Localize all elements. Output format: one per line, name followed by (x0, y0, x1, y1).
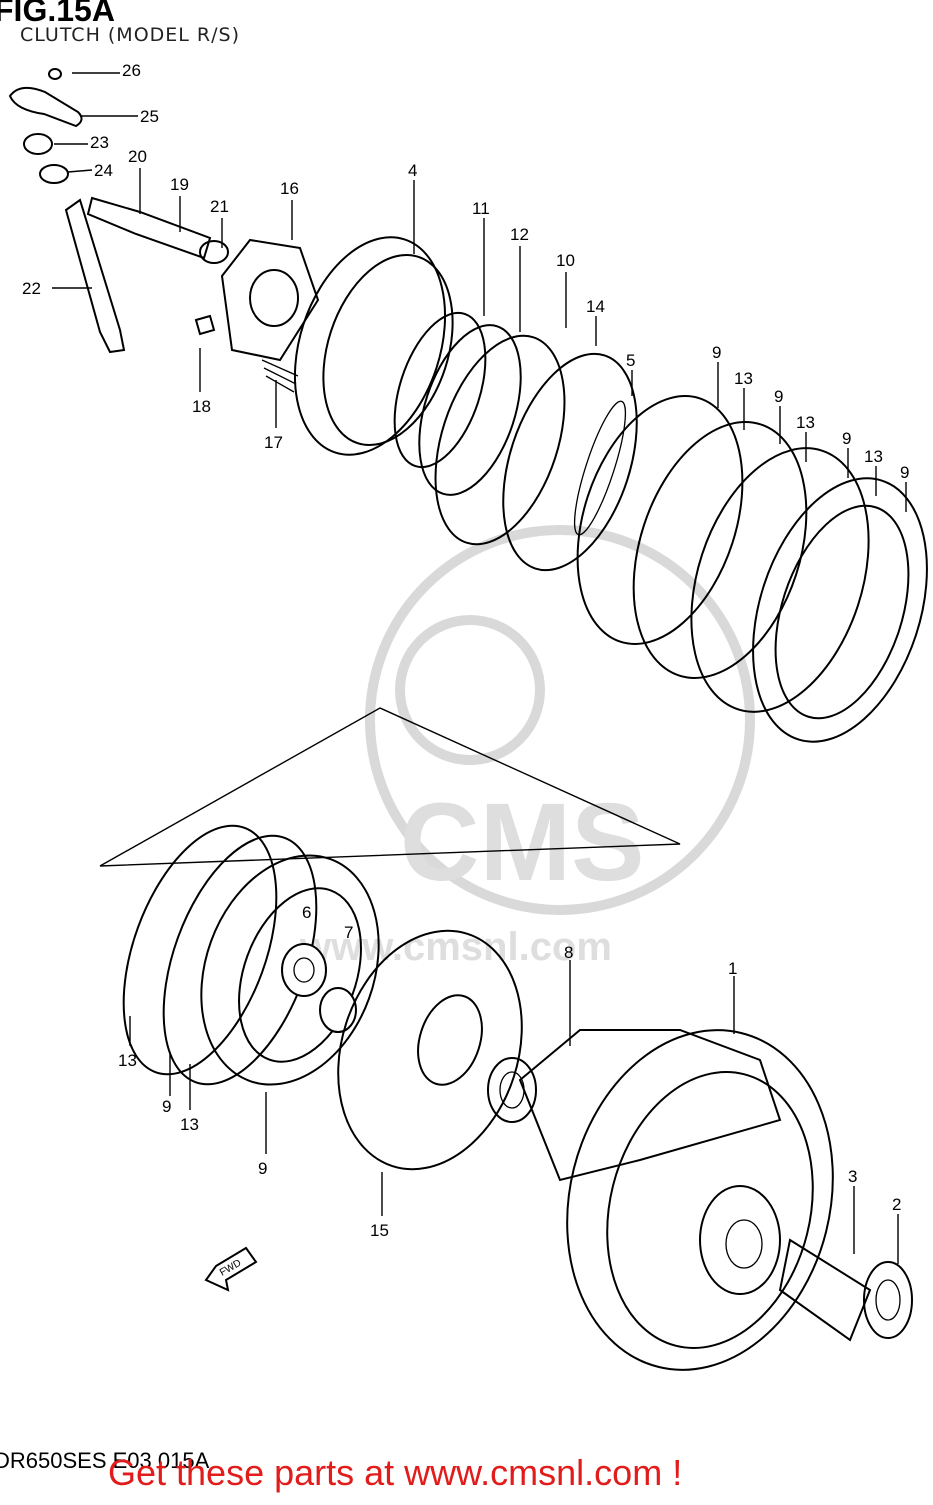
callout-14: 14 (586, 297, 605, 316)
callout-13a: 13 (734, 369, 753, 388)
callout-20: 20 (128, 147, 147, 166)
callout-1: 1 (728, 959, 737, 978)
leader-lines (52, 72, 907, 1264)
primary-driven-gear (518, 1029, 834, 1371)
callout-13d: 13 (118, 1051, 137, 1070)
callout-labels: 26 25 23 24 20 19 21 16 4 11 12 10 14 5 … (22, 61, 909, 1240)
callout-5: 5 (626, 351, 635, 370)
friction-plate-stack-upper (576, 395, 928, 743)
callout-9b: 9 (774, 387, 783, 406)
callout-9f: 9 (258, 1159, 267, 1178)
watermark-site: www.cmsnl.com (299, 925, 612, 969)
watermark-logo: CMS www.cmsnl.com (299, 525, 755, 969)
figure-code: DR650SES E03 015A (0, 1448, 210, 1473)
callout-11: 11 (472, 199, 490, 218)
callout-18: 18 (192, 397, 211, 416)
callout-8: 8 (564, 943, 573, 962)
figure-subtitle: CLUTCH (MODEL R/S) (20, 24, 240, 46)
callout-23: 23 (90, 133, 109, 152)
callout-2: 2 (892, 1195, 901, 1214)
callout-13c: 13 (864, 447, 883, 466)
callout-9e: 9 (162, 1097, 171, 1116)
callout-13e: 13 (180, 1115, 199, 1134)
callout-25: 25 (140, 107, 159, 126)
callout-24: 24 (94, 161, 113, 180)
section-divider (99, 707, 681, 867)
callout-15: 15 (370, 1221, 389, 1240)
release-arm-group (8, 68, 320, 393)
callout-16: 16 (280, 179, 299, 198)
plate-rings-upper (393, 311, 638, 572)
callout-17: 17 (264, 433, 283, 452)
clutch-sleeve-hub (337, 929, 537, 1171)
callout-3: 3 (848, 1167, 857, 1186)
callout-10: 10 (556, 251, 575, 270)
callout-9a: 9 (712, 343, 721, 362)
pressure-plate (293, 236, 454, 456)
callout-13b: 13 (796, 413, 815, 432)
watermark-brand: CMS (400, 781, 644, 904)
callout-12: 12 (510, 225, 529, 244)
callout-21: 21 (210, 197, 229, 216)
callout-26: 26 (122, 61, 141, 80)
fwd-arrow: FWD (204, 1246, 258, 1292)
callout-6: 6 (302, 903, 311, 922)
spacer-and-washer (778, 1238, 913, 1342)
cta-link[interactable]: Get these parts at www.cmsnl.com ! (108, 1452, 683, 1493)
callout-9d: 9 (900, 463, 909, 482)
callout-22: 22 (22, 279, 41, 298)
callout-19: 19 (170, 175, 189, 194)
callout-9c: 9 (842, 429, 851, 448)
callout-7: 7 (344, 923, 353, 942)
callout-4: 4 (408, 161, 417, 180)
friction-plate-stack-lower (122, 824, 380, 1086)
figure-title: FIG.15A (0, 0, 115, 28)
